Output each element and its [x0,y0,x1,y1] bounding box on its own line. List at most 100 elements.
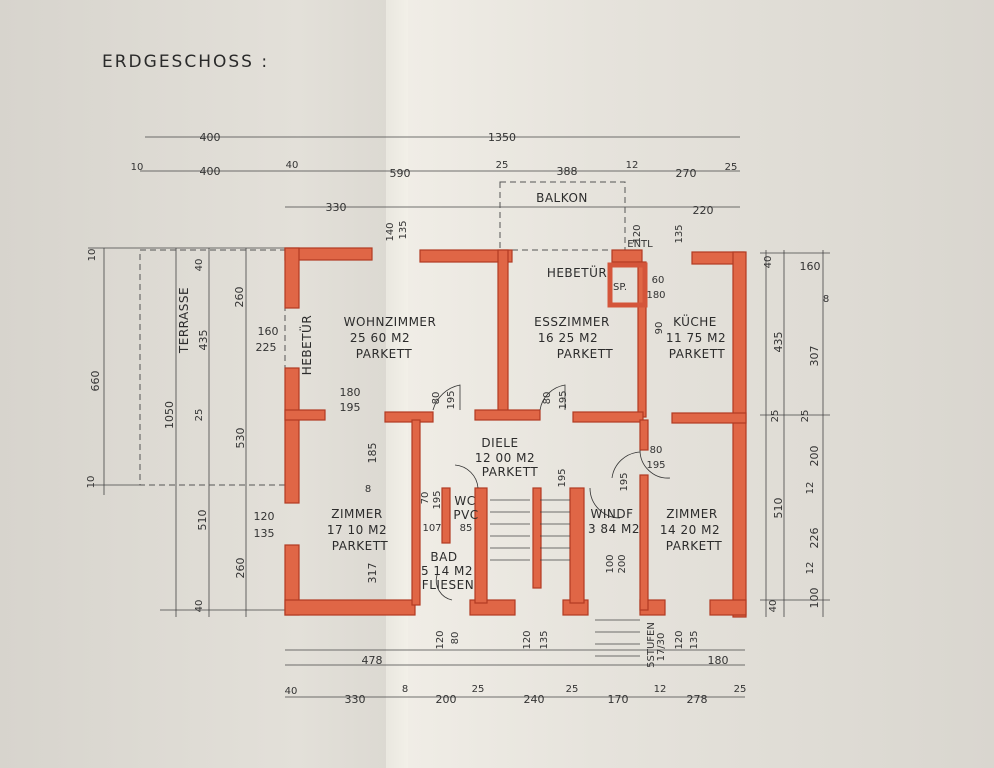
dim-bottom-r3-6: 25 [566,684,579,695]
dim-inner-12: 107 [422,523,441,534]
dim-bottom-r1-4: 120 [674,630,685,649]
dim-left-10: 10 [86,476,97,489]
room-floor-wohnzimmer: PARKETT [356,347,413,361]
dim-bottom-r1-5: 135 [689,630,700,649]
dim-top-small-4: 60 [652,275,665,286]
dim-bottom-r2-1: 180 [708,654,729,667]
dim-top-small-5: 180 [646,290,665,301]
dim-top-small-6: 90 [654,322,665,335]
label-hebetuer-top: HEBETÜR [547,264,607,280]
dim-top-r3-0: 330 [326,201,347,214]
dim-inner-11: 195 [432,490,443,509]
label-hebetuer-left: HEBETÜR [298,315,314,375]
room-name-wc: WC [454,494,475,508]
room-extra-wc: PVC [453,508,478,522]
room-floor-kueche: PARKETT [669,347,726,361]
dim-right-11: 12 [805,562,816,575]
dim-inner-10: 70 [420,492,431,505]
dim-right-8: 12 [805,482,816,495]
dim-inner-15: 195 [557,468,568,487]
dim-inner-0: 180 [340,386,361,399]
room-name-diele: DIELE [481,436,518,450]
dim-right-0: 160 [800,260,821,273]
plan-title: ERDGESCHOSS : [102,52,269,72]
dim-inner-14: 317 [366,563,379,584]
paper-fold [386,0,408,768]
dim-left-5: 660 [89,371,102,392]
dim-top-small-1: 135 [398,220,409,239]
dim-top-r3-1: 220 [693,204,714,217]
room-area-esszimmer: 16 25 M2 [538,331,598,345]
dim-left-12: 120 [254,510,275,523]
dim-bottom-r1-1: 80 [450,632,461,645]
dim-bottom-r3-0: 40 [285,686,298,697]
dim-bottom-r3-7: 170 [608,693,629,706]
room-name-zimmer-left: ZIMMER [331,507,382,521]
room-area-windf: 3 84 M2 [588,522,640,536]
dim-left-14: 260 [234,558,247,579]
dim-inner-13: 85 [460,523,473,534]
walls [284,247,747,618]
label-stufen: 5STUFEN [646,622,657,668]
dim-right-5: 25 [770,410,781,423]
dim-left-0: 10 [87,249,98,262]
room-area-diele: 12 00 M2 [475,451,535,465]
balcony-outline [499,181,626,251]
dim-top-small-0: 140 [385,222,396,241]
dim-top-r1-1: 1350 [488,131,516,144]
dim-right-3: 435 [772,332,785,353]
dim-right-4: 307 [808,346,821,367]
dim-right-9: 510 [772,498,785,519]
room-area-wohnzimmer: 25 60 M2 [350,331,410,345]
dim-top-r2-2: 40 [286,160,299,171]
dim-bottom-r3-10: 25 [734,684,747,695]
dim-right-7: 200 [808,446,821,467]
dim-inner-16: 200 [617,554,628,573]
dim-top-r2-8: 25 [725,162,738,173]
dim-inner-1: 195 [340,401,361,414]
room-area-zimmer-left: 17 10 M2 [327,523,387,537]
dim-top-r2-5: 388 [557,165,578,178]
room-name-bad: BAD [430,550,457,564]
dim-right-10: 226 [808,528,821,549]
dim-left-15: 40 [194,600,205,613]
dim-bottom-r1-3: 135 [539,630,550,649]
room-name-esszimmer: ESSZIMMER [534,315,610,329]
dim-left-2: 260 [233,287,246,308]
room-name-kueche: KÜCHE [673,313,717,329]
dim-bottom-r3-5: 240 [524,693,545,706]
dim-bottom-r3-3: 200 [436,693,457,706]
room-floor-zimmer-left: PARKETT [332,539,389,553]
room-area-zimmer-right: 14 20 M2 [660,523,720,537]
room-name-wohnzimmer: WOHNZIMMER [344,315,437,329]
dim-right-13: 100 [808,588,821,609]
room-floor-diele: PARKETT [482,465,539,479]
dim-inner-6: 195 [558,390,569,409]
dim-top-r2-3: 590 [390,167,411,180]
dim-inner-8: 195 [646,460,665,471]
dim-bottom-r1-2: 120 [522,630,533,649]
dim-bottom-r3-4: 25 [472,684,485,695]
dim-inner-2: 185 [366,443,379,464]
dim-top-r2-6: 12 [626,160,639,171]
room-floor-bad: FLIESEN [422,578,474,592]
dimension-lines [88,136,830,698]
room-name-zimmer-right: ZIMMER [666,507,717,521]
label-stufen-dim: 17/30 [656,633,667,662]
dim-bottom-r3-2: 8 [402,684,408,695]
dim-bottom-r3-1: 330 [345,693,366,706]
dim-inner-18: 195 [619,472,630,491]
dim-top-r2-0: 10 [131,162,144,173]
dim-left-4: 225 [256,341,277,354]
dim-inner-3: 80 [431,392,442,405]
dim-left-9: 530 [234,428,247,449]
dim-left-6: 1050 [163,401,176,429]
room-area-kueche: 11 75 M2 [666,331,726,345]
dim-top-r2-7: 270 [676,167,697,180]
dim-inner-4: 195 [446,390,457,409]
door-swings [432,384,671,601]
label-terrasse: TERRASSE [177,287,191,354]
dim-bottom-r1-0: 120 [435,630,446,649]
dim-bottom-r3-8: 12 [654,684,667,695]
